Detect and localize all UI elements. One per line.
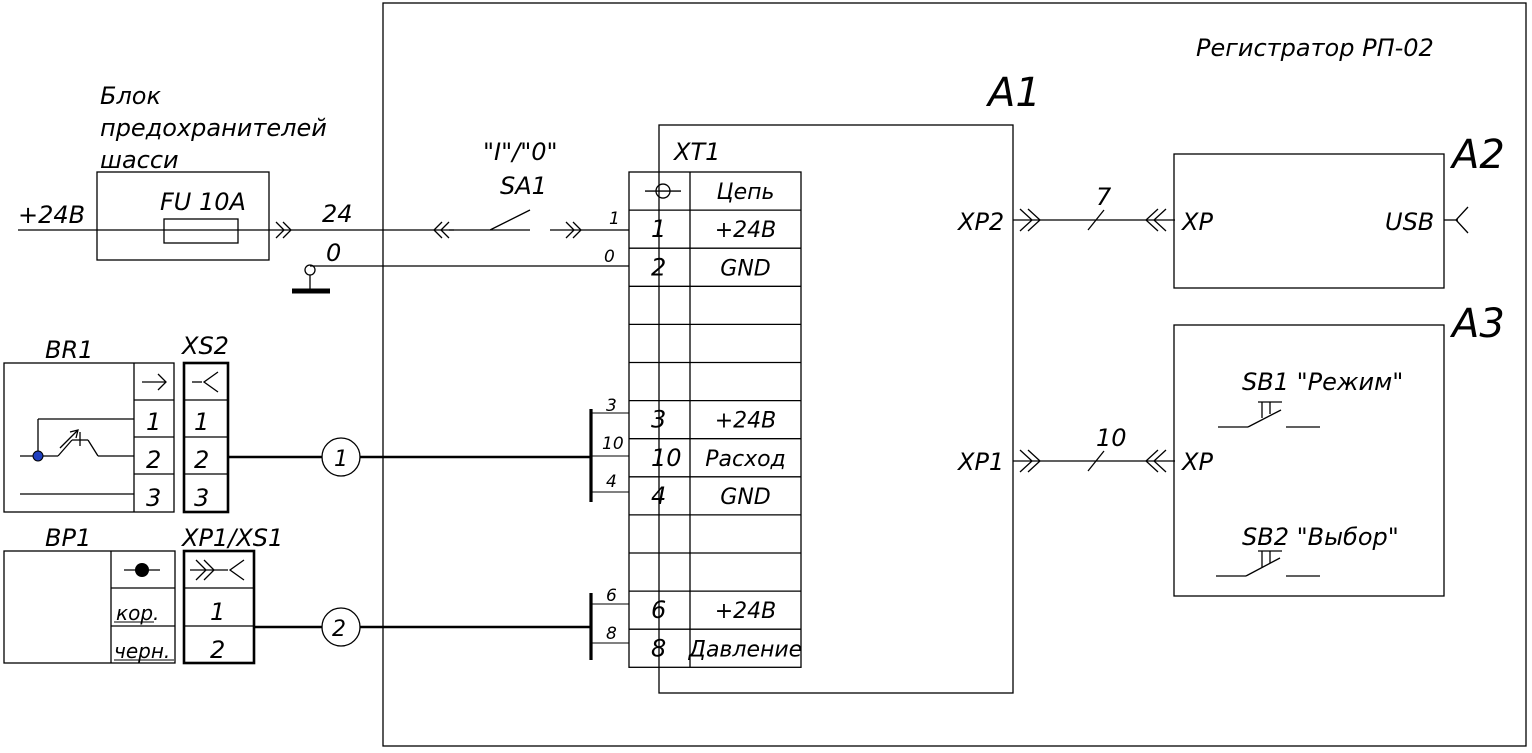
a2-usb-label: USB bbox=[1385, 208, 1434, 236]
bp1-pin-black: черн. bbox=[114, 639, 170, 663]
xt1-row-circuit: +24В bbox=[715, 409, 777, 434]
connector-chevron-icon bbox=[433, 221, 443, 239]
cable-1-number: 1 bbox=[334, 447, 348, 472]
xp2-label: XP2 bbox=[956, 208, 1004, 236]
a3-box bbox=[1173, 324, 1445, 597]
connector-socket-icon bbox=[1153, 449, 1167, 473]
br1-pin-3: 3 bbox=[146, 484, 161, 512]
bp1-pin-case: кор. bbox=[116, 601, 159, 625]
fuse-block-box bbox=[96, 171, 270, 261]
bp1-dot bbox=[135, 563, 149, 577]
connector-chevron-icon bbox=[565, 221, 575, 239]
switch-pin0: 0 bbox=[604, 247, 615, 267]
xt1-table-frame bbox=[628, 171, 802, 668]
xt1-row-number: 1 bbox=[651, 215, 666, 243]
xp1xs1-pin-1: 1 bbox=[210, 598, 225, 626]
wire-count-tick bbox=[1087, 450, 1105, 472]
switch-name: SA1 bbox=[500, 172, 547, 200]
a2-box bbox=[1173, 153, 1445, 289]
xt1-row-circuit: Расход bbox=[705, 447, 786, 472]
xp1xs1-pin-2: 2 bbox=[210, 636, 225, 664]
fuse-label: FU 10A bbox=[160, 188, 246, 216]
connector-plug-icon bbox=[1019, 449, 1033, 473]
a1-box bbox=[658, 124, 1014, 694]
bus1-pin-3: 3 bbox=[606, 396, 617, 416]
device-title: Регистратор РП-02 bbox=[1196, 34, 1434, 62]
sb2-label: SB2 "Выбор" bbox=[1242, 523, 1399, 551]
wire-count-10: 10 bbox=[1096, 424, 1127, 452]
connector-chevron-icon bbox=[275, 221, 285, 239]
xp1xs1-name: XP1/XS1 bbox=[180, 524, 283, 552]
xt1-row-number: 3 bbox=[651, 406, 666, 434]
xs2-name: XS2 bbox=[180, 332, 229, 360]
usb-socket-icon bbox=[1455, 206, 1469, 234]
br1-node-dot bbox=[32, 450, 44, 462]
supply-label: +24В bbox=[18, 201, 85, 229]
xt1-row-circuit: Давление bbox=[688, 637, 802, 662]
xt1-row-number: 2 bbox=[651, 253, 666, 281]
switch-sa1-symbol bbox=[489, 209, 531, 231]
connector-socket-icon bbox=[1153, 208, 1167, 232]
switch-states: "I"/"0" bbox=[483, 138, 558, 166]
xt1-row-circuit: +24В bbox=[715, 218, 777, 243]
xs2-pin-1: 1 bbox=[194, 408, 209, 436]
device-frame bbox=[382, 2, 1527, 747]
a3-xp-label: XP bbox=[1180, 448, 1213, 476]
xp1-label: XP1 bbox=[956, 448, 1004, 476]
cable-2-number: 2 bbox=[332, 617, 346, 642]
xs2-pin-2: 2 bbox=[194, 446, 209, 474]
wire-24-label: 24 bbox=[322, 200, 353, 228]
wire-count-7: 7 bbox=[1096, 183, 1112, 211]
fuse-block-title-line1: Блок bbox=[100, 82, 161, 110]
bus1-pin-10: 10 bbox=[602, 434, 624, 454]
a2-label: A2 bbox=[1449, 132, 1505, 178]
xt1-row-number: 10 bbox=[651, 444, 682, 472]
bp1-box bbox=[3, 550, 176, 664]
fuse-symbol bbox=[163, 218, 239, 244]
xt1-row-number: 8 bbox=[651, 634, 666, 662]
fuse-block-title-line3: шасси bbox=[100, 146, 179, 174]
xs2-pin-3: 3 bbox=[194, 484, 209, 512]
cable-1-marker bbox=[321, 437, 361, 477]
a2-xp-label: XP bbox=[1180, 208, 1213, 236]
a3-label: A3 bbox=[1449, 301, 1505, 347]
br1-pin-2: 2 bbox=[146, 446, 161, 474]
wire-0-label: 0 bbox=[326, 239, 341, 267]
wire-count-tick bbox=[1087, 209, 1105, 231]
fuse-block-title-line2: предохранителей bbox=[100, 114, 327, 142]
xt1-row-number: 6 bbox=[651, 596, 666, 624]
bus2-pin-8: 8 bbox=[606, 624, 617, 644]
xp1xs1-box bbox=[182, 549, 256, 665]
bus2-pin-6: 6 bbox=[606, 586, 617, 606]
bp1-name: BP1 bbox=[45, 524, 91, 552]
a1-label: A1 bbox=[985, 70, 1041, 116]
xt1-name: XT1 bbox=[672, 138, 720, 166]
xt1-row-number: 4 bbox=[651, 482, 666, 510]
xt1-row-circuit: +24В bbox=[715, 599, 777, 624]
xt1-row-circuit: GND bbox=[720, 256, 770, 281]
xt1-header-circuit: Цепь bbox=[717, 180, 775, 205]
br1-name: BR1 bbox=[45, 336, 93, 364]
br1-pin-1: 1 bbox=[146, 408, 161, 436]
switch-pin1: 1 bbox=[609, 209, 620, 229]
xt1-row-circuit: GND bbox=[720, 485, 770, 510]
sb1-label: SB1 "Режим" bbox=[1242, 368, 1403, 396]
cable-2-marker bbox=[321, 607, 361, 647]
bus1-pin-4: 4 bbox=[606, 472, 617, 492]
connector-plug-icon bbox=[1019, 208, 1033, 232]
